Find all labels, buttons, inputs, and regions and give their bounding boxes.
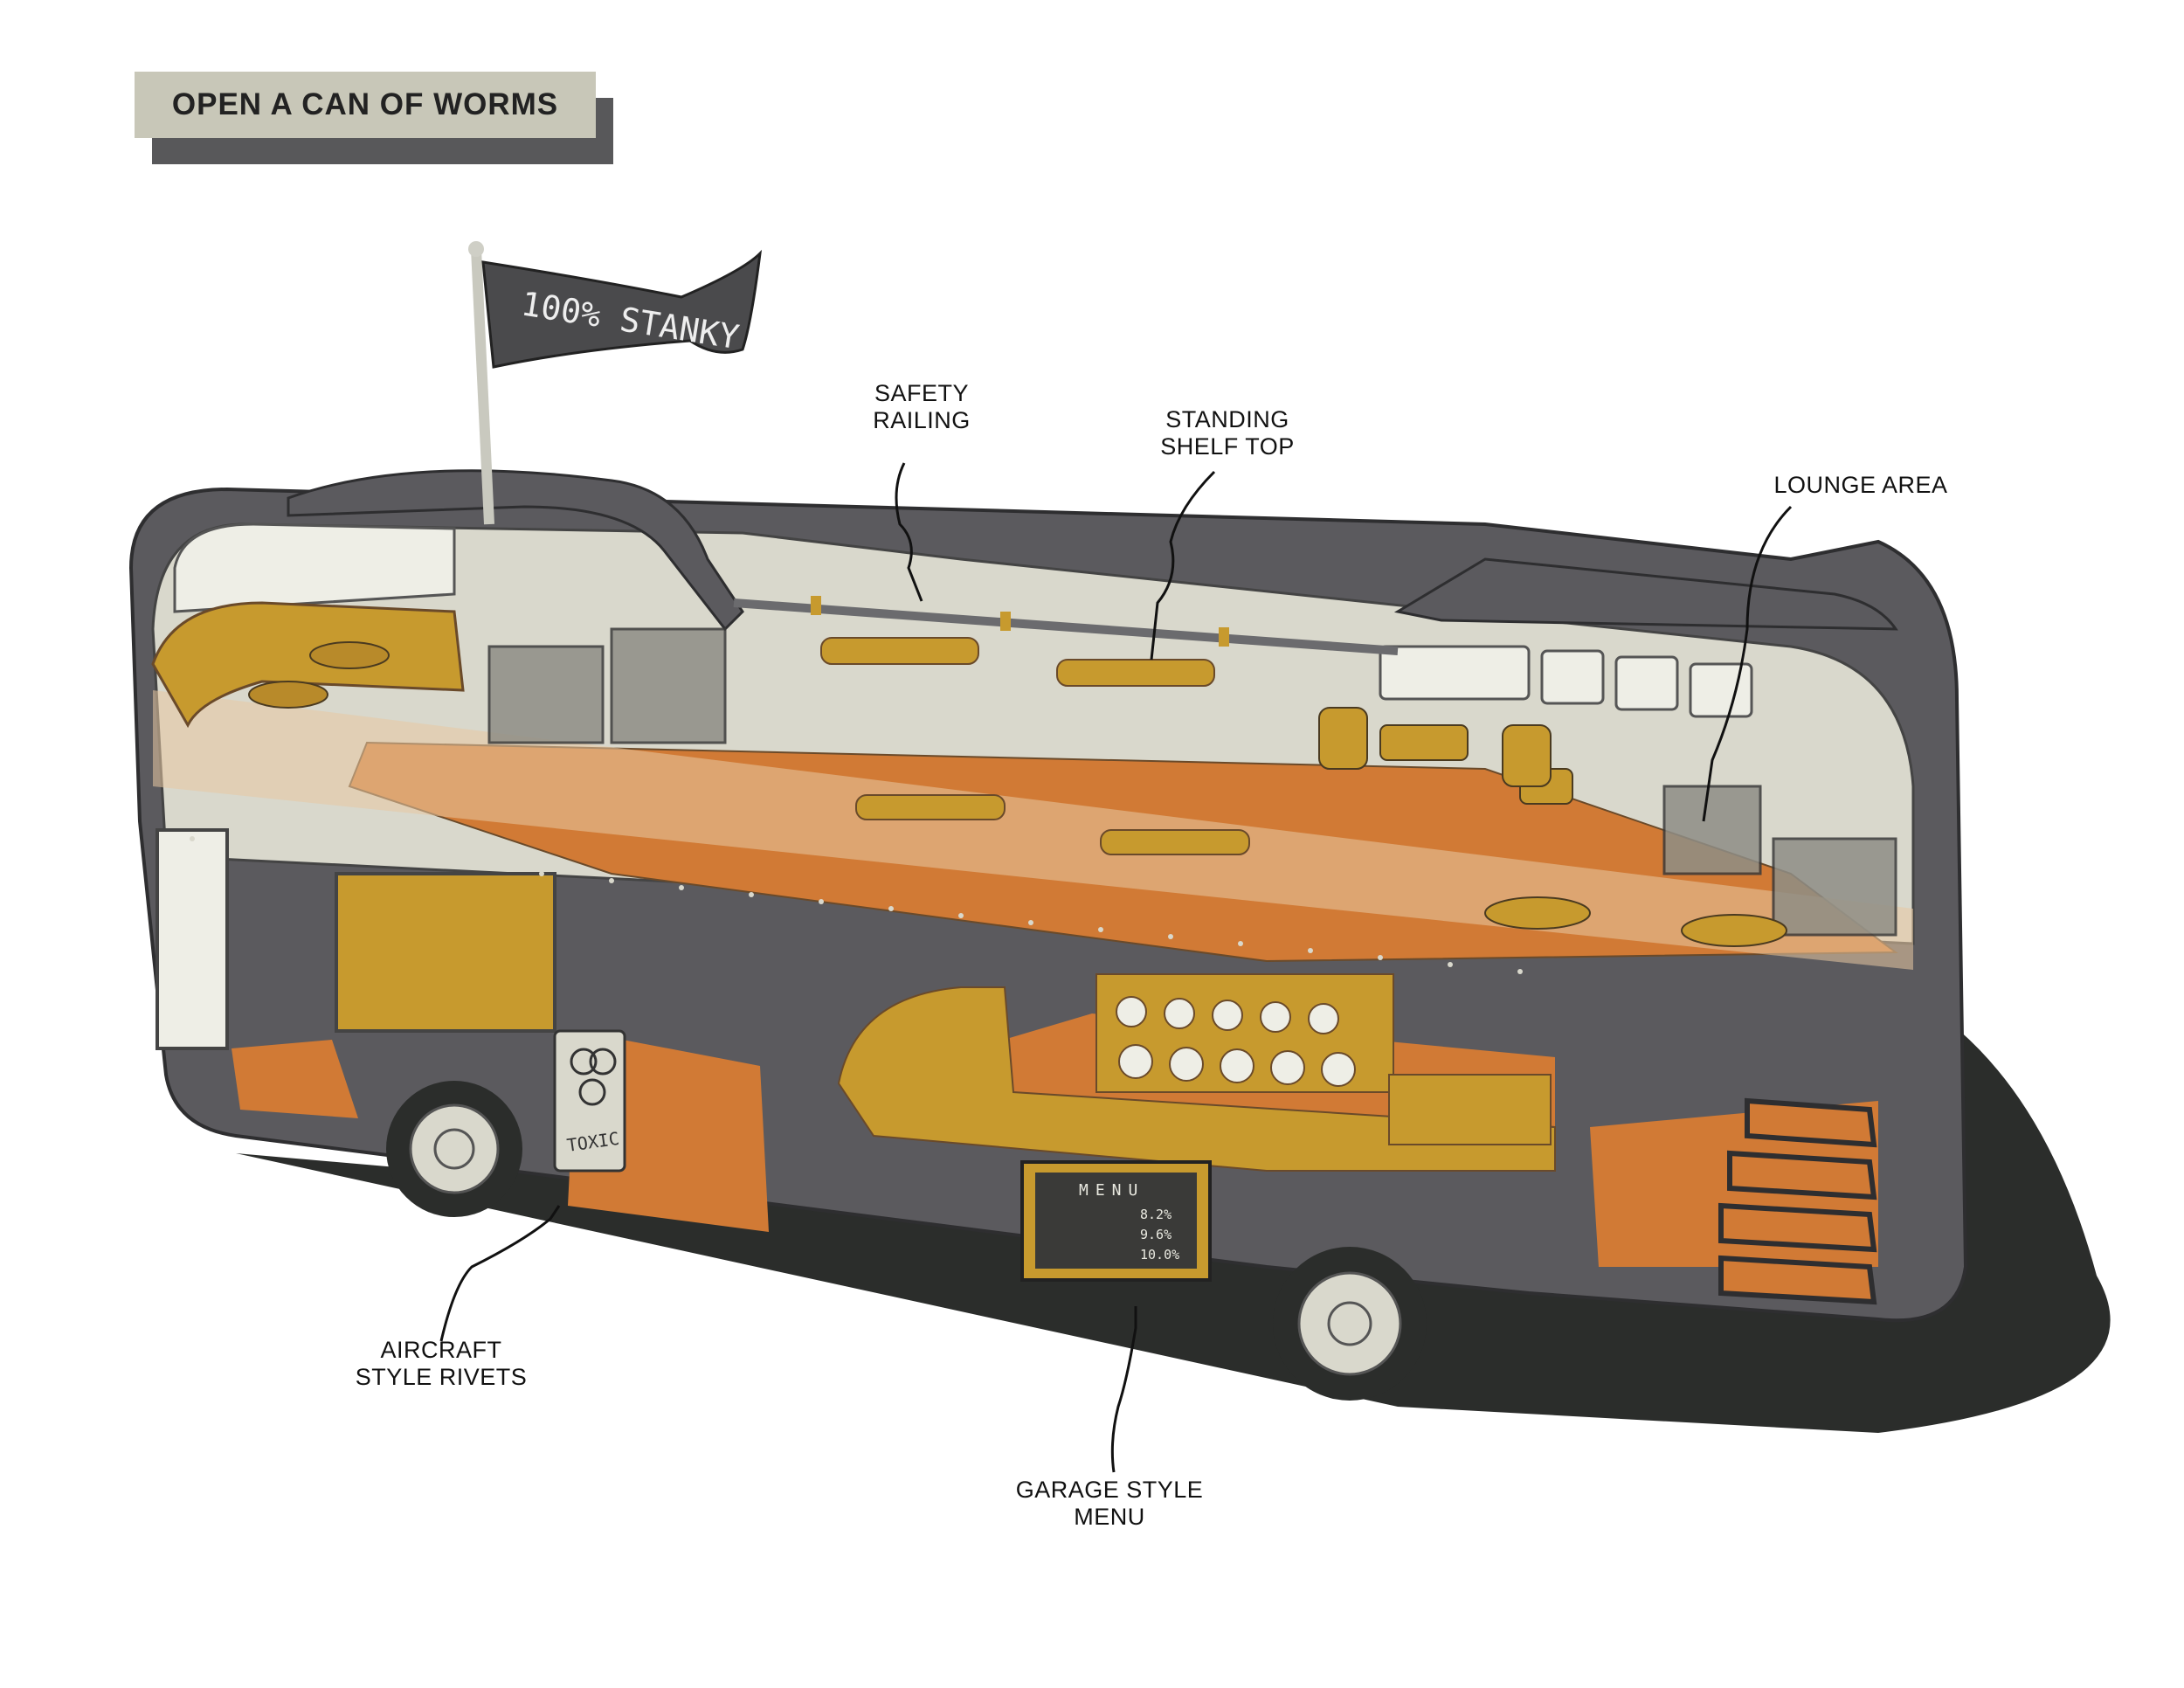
callout-safety-railing: SAFETY RAILING [839,380,1005,434]
rear-wheel [1273,1247,1427,1401]
crate-shelf [1389,1075,1551,1145]
callout-garage-menu-line-2: MENU [996,1504,1223,1531]
menu-item-2: 9.6% [1140,1227,1171,1242]
callout-lounge-area: LOUNGE AREA [1756,472,1966,499]
callout-safety-railing-line-1: SAFETY [839,380,1005,407]
callout-standing-shelf-top-line-2: SHELF TOP [1144,433,1310,460]
callout-standing-shelf-top-line-1: STANDING [1144,406,1310,433]
callout-standing-shelf-top: STANDING SHELF TOP [1144,406,1310,460]
menu-board-heading: MENU [1079,1181,1144,1200]
callout-garage-menu-line-1: GARAGE STYLE [996,1477,1223,1504]
callout-aircraft-rivets-line-1: AIRCRAFT [336,1337,546,1364]
callout-aircraft-rivets: AIRCRAFT STYLE RIVETS [336,1337,546,1391]
callout-safety-railing-line-2: RAILING [839,407,1005,434]
callout-lounge-area-line-1: LOUNGE AREA [1756,472,1966,499]
lower-front-window [336,874,555,1031]
flag-pole-cap [468,241,484,257]
menu-item-1: 8.2% [1140,1207,1171,1222]
leader-rivets [441,1206,559,1341]
front-door [157,830,227,1048]
callout-garage-menu: GARAGE STYLE MENU [996,1477,1223,1531]
callout-aircraft-rivets-line-2: STYLE RIVETS [336,1364,546,1391]
menu-item-3: 10.0% [1140,1247,1179,1263]
front-wheel [386,1081,522,1217]
